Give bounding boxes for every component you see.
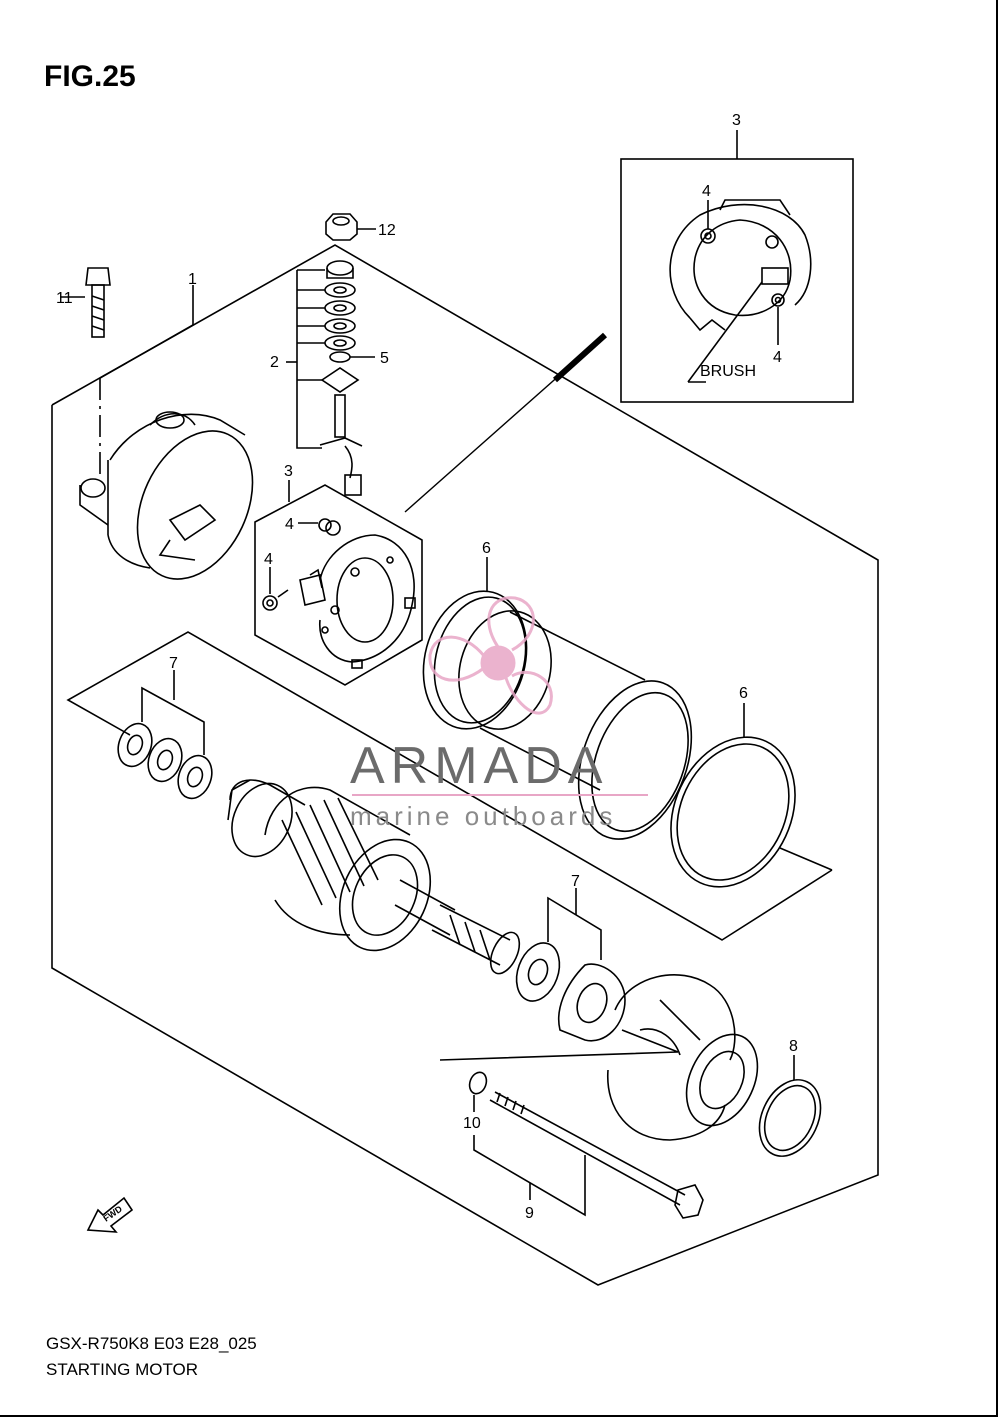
brush-label: BRUSH: [700, 363, 756, 380]
callout-11: 11: [56, 290, 73, 307]
fwd-arrow-icon: FWD: [86, 1196, 134, 1233]
bolt-part-11: [85, 267, 111, 338]
assembly-outline: [51, 244, 879, 1286]
figure-name: STARTING MOTOR: [46, 1360, 199, 1379]
through-bolt-part-9: [489, 1091, 704, 1219]
brush-holder-part-3: [299, 534, 416, 669]
end-cover-part-1: [79, 411, 254, 580]
figure-code: GSX-R750K8 E03 E28_025: [46, 1334, 257, 1353]
callout-3: 3: [284, 463, 293, 480]
callout-4-inset-top: 4: [702, 183, 711, 200]
watermark-tagline: marine outboards: [350, 801, 616, 831]
brush-holder-frame: [254, 484, 423, 686]
o-ring-part-8: [758, 1079, 822, 1157]
figure-title: FIG.25: [44, 60, 136, 93]
callout-7-right: 7: [571, 873, 580, 890]
callout-2: 2: [270, 354, 279, 371]
brush-part-4-lower: [262, 589, 289, 611]
callout-4-upper: 4: [285, 516, 294, 533]
drive-end-housing: [607, 974, 759, 1141]
callout-12: 12: [378, 222, 396, 239]
watermark-logo-icon: [428, 596, 553, 715]
armature-group-outline: [66, 631, 833, 941]
callout-5: 5: [380, 350, 389, 367]
callout-9: 9: [525, 1205, 534, 1222]
washers-part-7-right: [515, 942, 626, 1042]
callout-10: 10: [463, 1115, 481, 1132]
callout-1: 1: [188, 271, 197, 288]
callout-4-lower: 4: [264, 551, 273, 568]
callout-6-right: 6: [739, 685, 748, 702]
callout-7-left: 7: [169, 655, 178, 672]
brush-holder-detail: [669, 199, 812, 383]
callout-4-inset-bottom: 4: [773, 349, 782, 366]
washers-part-7-left: [117, 722, 213, 800]
o-ring-part-10: [468, 1071, 488, 1095]
o-ring-part-6-right: [670, 736, 796, 888]
callout-6-left: 6: [482, 540, 491, 557]
callout-8: 8: [789, 1038, 798, 1055]
nut-part-12: [325, 213, 358, 241]
callout-3-inset: 3: [732, 112, 741, 129]
watermark-brand: ARMADA: [350, 737, 608, 795]
brush-part-4-upper: [318, 518, 341, 536]
terminal-stack-part-2: [319, 260, 363, 496]
armature: [227, 779, 521, 975]
